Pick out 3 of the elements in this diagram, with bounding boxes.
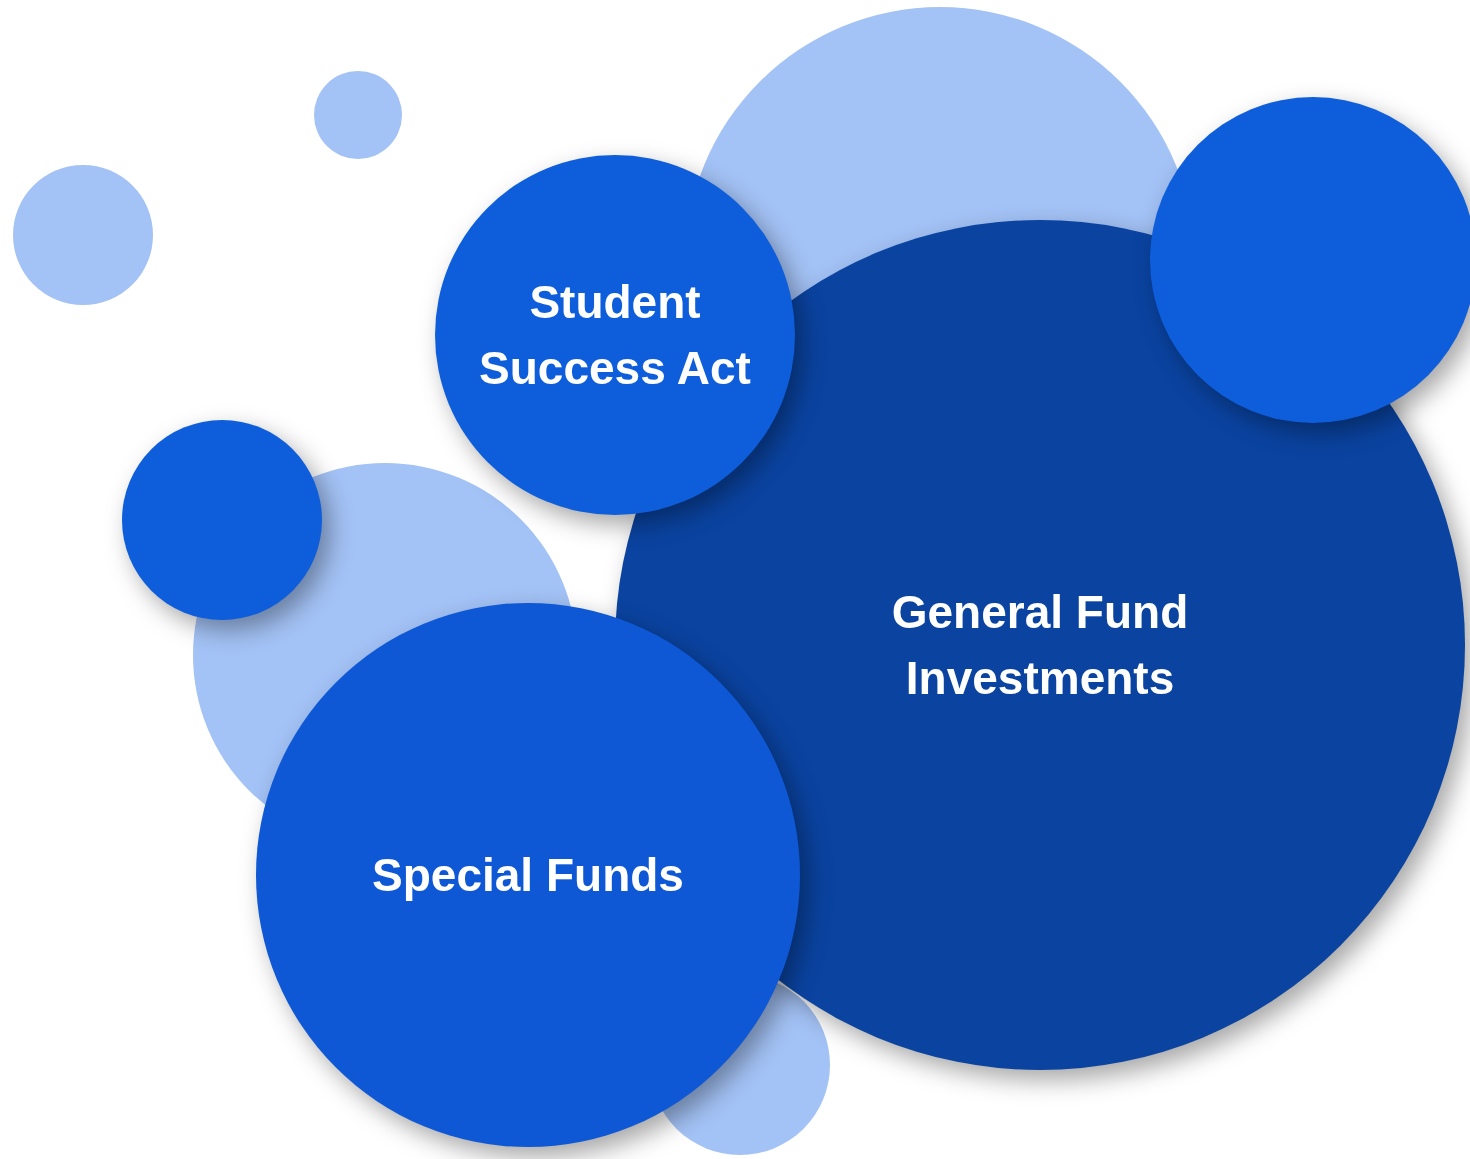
bubble-label: Student Success Act <box>478 275 752 396</box>
bubble-label: General Fund Investments <box>890 585 1190 706</box>
bubble-label: Special Funds <box>372 848 684 903</box>
